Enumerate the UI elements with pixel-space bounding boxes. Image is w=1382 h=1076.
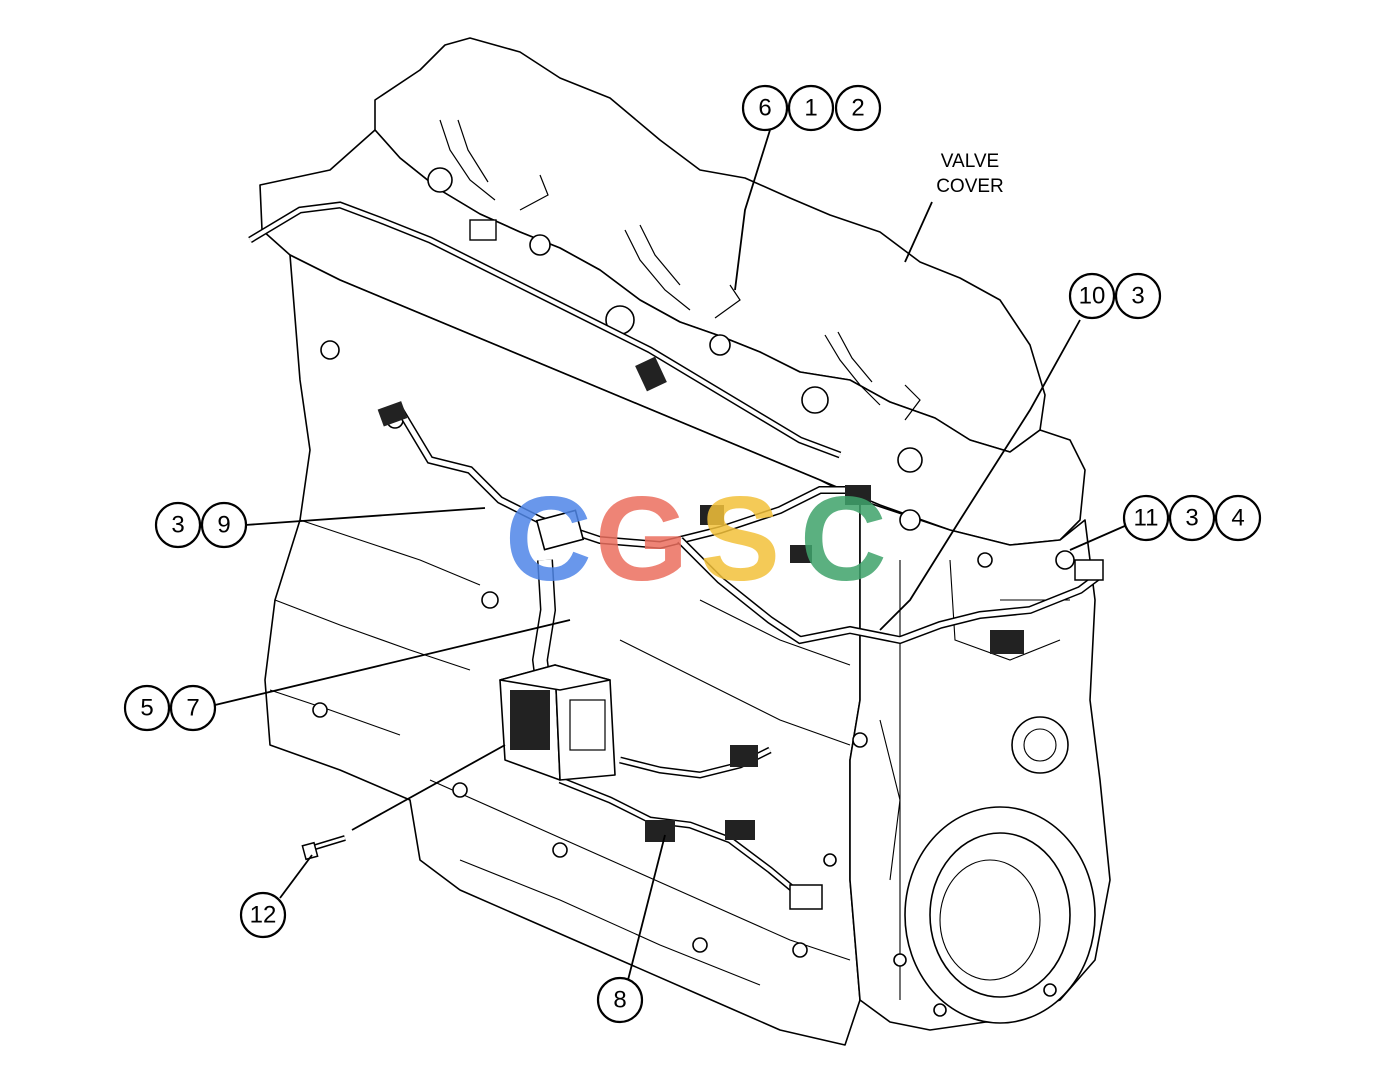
callout-bubble[interactable]: 2 [834, 84, 882, 132]
svg-text:3: 3 [171, 512, 184, 539]
watermark-letter-1: C [505, 472, 592, 606]
svg-text:4: 4 [1231, 505, 1244, 532]
svg-text:1: 1 [804, 95, 817, 122]
svg-text:12: 12 [250, 902, 277, 929]
svg-text:3: 3 [1185, 505, 1198, 532]
leader-lines [214, 129, 1128, 981]
callout-group-bottom-left: 12 [239, 891, 287, 939]
crankshaft-flange [939, 859, 1041, 981]
engine-block-left [264, 254, 861, 1046]
leader-valve-cover [904, 201, 933, 263]
callout-bubble[interactable]: 10 [1068, 272, 1116, 320]
harness-tube-upper-core [248, 202, 841, 457]
connectors [377, 219, 1104, 910]
callout-bubble[interactable]: 3 [1114, 272, 1162, 320]
main-harness-core [397, 408, 860, 548]
watermark-letter-2: G [595, 472, 688, 606]
leader-12-ecm [351, 744, 506, 831]
callout-bubble[interactable]: 9 [200, 501, 248, 549]
callout-bubble[interactable]: 3 [1168, 494, 1216, 542]
sensor-harness-core [559, 778, 802, 897]
leader-5-7 [214, 619, 571, 706]
leader-11-3-4 [1069, 524, 1128, 551]
callout-bubble[interactable]: 8 [596, 976, 644, 1024]
svg-text:3: 3 [1131, 283, 1144, 310]
ecm-module [499, 664, 616, 781]
callout-group-right: 11 3 4 [1122, 494, 1262, 542]
leader-12 [279, 854, 313, 899]
callout-bubble[interactable]: 7 [169, 684, 217, 732]
front-port-inner [1023, 728, 1057, 762]
rear-seal-inner [929, 832, 1071, 998]
leader-10-3 [879, 319, 1081, 631]
callout-group-left-upper: 3 9 [154, 501, 248, 549]
bolt-bosses [312, 167, 1075, 1017]
svg-text:9: 9 [217, 512, 230, 539]
injector-pigtails [439, 119, 921, 421]
watermark-letter-4: C [800, 472, 887, 606]
callout-bubble[interactable]: 4 [1214, 494, 1262, 542]
callout-bubble[interactable]: 6 [741, 84, 789, 132]
callout-group-bottom-center: 8 [596, 976, 644, 1024]
callout-bubble[interactable]: 5 [123, 684, 171, 732]
callout-bubble[interactable]: 3 [154, 501, 202, 549]
callout-group-left-lower: 5 7 [123, 684, 217, 732]
svg-text:6: 6 [758, 95, 771, 122]
mounting-bolt [301, 835, 346, 861]
watermark-letter-3: S [700, 472, 780, 606]
callout-bubble[interactable]: 11 [1122, 494, 1170, 542]
engine-drawing [248, 37, 1111, 1046]
valve-cover-label-line2: COVER [936, 176, 1004, 197]
svg-text:8: 8 [613, 987, 626, 1014]
callout-group-right-upper: 10 3 [1068, 272, 1162, 320]
svg-text:11: 11 [1134, 505, 1159, 532]
callout-group-top: 6 1 2 [741, 84, 882, 132]
leader-8 [627, 834, 666, 981]
front-port-cover [1011, 716, 1069, 774]
watermark: C G S C [505, 472, 887, 606]
callout-bubble[interactable]: 12 [239, 891, 287, 939]
svg-text:5: 5 [140, 695, 153, 722]
svg-text:10: 10 [1079, 283, 1106, 310]
svg-text:2: 2 [851, 95, 864, 122]
svg-text:7: 7 [186, 695, 199, 722]
callout-bubble[interactable]: 1 [787, 84, 835, 132]
leader-6-1-2 [734, 129, 771, 291]
leader-3-9 [244, 507, 486, 526]
valve-cover-label-line1: VALVE [941, 151, 999, 172]
lower-harness-core [678, 538, 1102, 643]
